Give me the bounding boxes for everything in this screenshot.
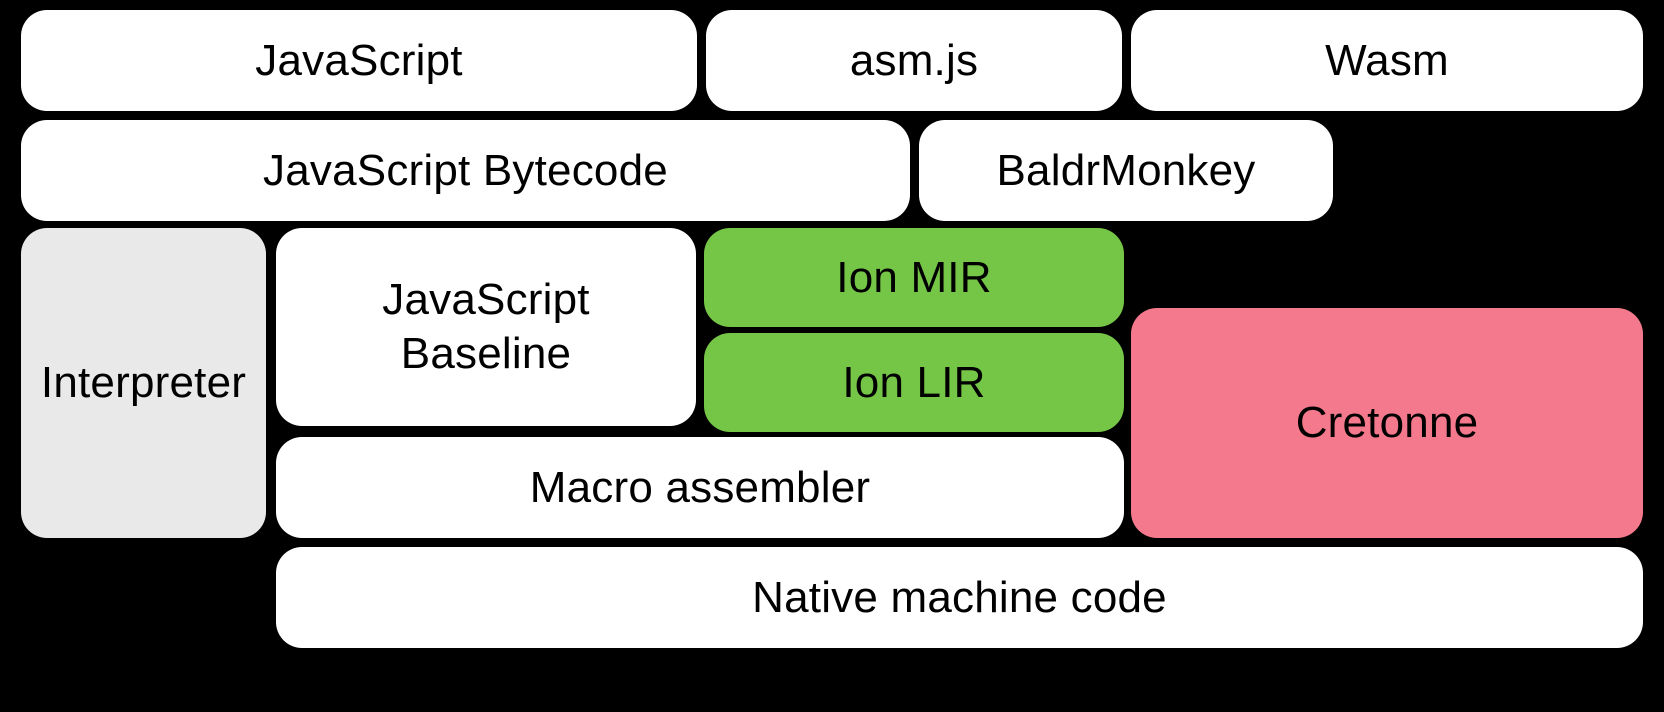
diagram-box-macro-assembler[interactable]: Macro assembler [276,437,1124,538]
diagram-box-baldrmonkey[interactable]: BaldrMonkey [919,120,1333,221]
diagram-box-javascript[interactable]: JavaScript [21,10,697,111]
diagram-box-javascript-bytecode[interactable]: JavaScript Bytecode [21,120,910,221]
diagram-box-interpreter[interactable]: Interpreter [21,228,266,538]
diagram-box-ion-mir[interactable]: Ion MIR [704,228,1124,327]
diagram-box-cretonne[interactable]: Cretonne [1131,308,1643,538]
diagram-box-ion-lir[interactable]: Ion LIR [704,333,1124,432]
diagram-box-native-machine-code[interactable]: Native machine code [276,547,1643,648]
diagram-box-javascript-baseline[interactable]: JavaScript Baseline [276,228,696,426]
diagram-box-wasm[interactable]: Wasm [1131,10,1643,111]
diagram-box-asmjs[interactable]: asm.js [706,10,1122,111]
